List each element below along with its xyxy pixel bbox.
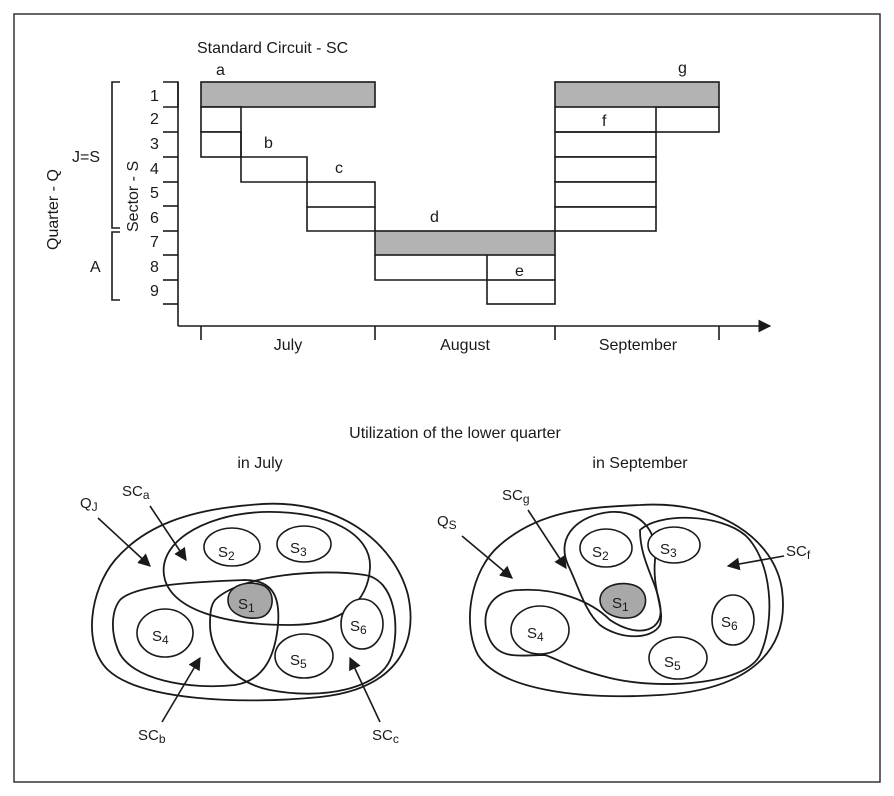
circuit-b-outline — [112, 579, 280, 688]
sector-s1 — [227, 582, 273, 619]
arrow-quarter-s — [461, 535, 513, 579]
arrow-circuit-g — [527, 509, 567, 570]
sector-s3 — [276, 525, 332, 563]
quarter-s-label: QS — [437, 513, 457, 532]
circuit-a-label: SCa — [122, 483, 150, 502]
bar-label-a: a — [216, 62, 225, 79]
sector-number: 8 — [150, 259, 159, 276]
quarter-j-outline — [91, 502, 412, 702]
sector-s2 — [579, 528, 633, 568]
sector-number: 2 — [150, 111, 159, 128]
occupancy-bars — [200, 81, 720, 305]
bracket-a — [111, 231, 120, 301]
circuit-b-label: SCb — [138, 727, 166, 746]
sector-number-list: 1 2 3 4 5 6 7 8 9 — [150, 88, 159, 300]
sector-s6 — [340, 598, 384, 650]
circuit-c-label: SCc — [372, 727, 399, 746]
arrow-circuit-b — [161, 656, 201, 723]
bar-f-row — [554, 181, 657, 208]
bar-f-row — [554, 156, 657, 183]
month-label-august: August — [440, 337, 490, 354]
circuit-f-outline — [484, 516, 771, 685]
july-subtitle: in July — [237, 455, 282, 472]
bar-d — [374, 230, 556, 256]
sector-s6 — [711, 594, 755, 646]
sector-label-s5: S5 — [290, 652, 307, 671]
bar-label-c: c — [335, 160, 343, 177]
bar-c-sector5 — [306, 181, 376, 208]
bar-f-row — [554, 206, 657, 232]
september-subtitle: in September — [592, 455, 688, 472]
group-label-a: A — [90, 259, 101, 276]
y-axis-ticks — [163, 81, 179, 305]
sector-s4 — [510, 605, 570, 655]
sector-number: 5 — [150, 185, 159, 202]
month-label-july: July — [274, 337, 302, 354]
sector-number: 9 — [150, 283, 159, 300]
bar-label-b: b — [264, 135, 273, 152]
september-venn: S2 S3 S1 S4 S5 S6 QS SCg SCf — [437, 487, 811, 698]
bar-label-g: g — [678, 60, 687, 77]
sector-label-s3: S3 — [290, 540, 307, 559]
sector-s5 — [648, 636, 708, 680]
sector-label-s4: S4 — [527, 625, 544, 644]
arrow-quarter-j — [97, 517, 151, 567]
circuit-a-outline — [162, 511, 371, 626]
arrow-circuit-c — [349, 656, 381, 723]
group-label-js: J=S — [72, 149, 100, 166]
bar-label-f: f — [602, 113, 607, 130]
sector-number: 3 — [150, 136, 159, 153]
bar-g — [554, 81, 720, 108]
sector-number: 1 — [150, 88, 159, 105]
bar-d-lower — [374, 255, 487, 281]
july-venn: S2 S3 S1 S4 S5 S6 QJ SCa SCb SCc — [80, 483, 412, 746]
figure-frame — [13, 13, 881, 783]
sector-label-s2: S2 — [592, 544, 609, 563]
sector-label-s3: S3 — [660, 541, 677, 560]
x-axis-ticks — [200, 326, 720, 340]
bar-label-e: e — [515, 263, 524, 280]
quarter-s-outline — [469, 503, 784, 698]
sector-label-s1: S1 — [612, 595, 629, 614]
sector-label-s6: S6 — [350, 618, 367, 637]
sector-label-s5: S5 — [664, 654, 681, 673]
sector-s5 — [274, 633, 334, 679]
quarter-axis-label: Quarter - Q — [45, 169, 62, 250]
sector-axis-label: Sector - S — [125, 161, 142, 232]
bar-b-step — [240, 132, 308, 183]
chart-title: Standard Circuit - SC — [197, 40, 348, 57]
sector-label-s4: S4 — [152, 628, 169, 647]
sector-label-s2: S2 — [218, 544, 235, 563]
bar-f-row — [554, 131, 657, 158]
bar-g-sector2 — [655, 106, 720, 133]
sector-label-s1: S1 — [238, 596, 255, 615]
bar-c-step — [306, 207, 376, 232]
bar-b-sector3 — [200, 131, 242, 158]
bracket-js — [111, 81, 120, 229]
bar-b-sector2 — [200, 106, 242, 133]
bar-label-d: d — [430, 209, 439, 226]
sector-s2 — [203, 527, 261, 567]
bar-e — [486, 279, 556, 305]
circuit-f-label: SCf — [786, 543, 811, 562]
sector-number: 7 — [150, 234, 159, 251]
month-label-september: September — [599, 337, 678, 354]
sector-s3 — [647, 526, 701, 564]
circuit-c-outline — [209, 571, 397, 695]
sector-label-s6: S6 — [721, 614, 738, 633]
lower-title: Utilization of the lower quarter — [349, 425, 561, 442]
arrow-circuit-f — [726, 555, 785, 571]
sector-s1 — [599, 582, 647, 619]
sector-number: 6 — [150, 210, 159, 227]
sector-number: 4 — [150, 161, 159, 178]
sector-s4 — [136, 608, 194, 658]
quarter-j-label: QJ — [80, 495, 98, 514]
bar-a — [200, 81, 376, 108]
arrow-circuit-a — [149, 505, 187, 562]
circuit-g-label: SCg — [502, 487, 530, 506]
